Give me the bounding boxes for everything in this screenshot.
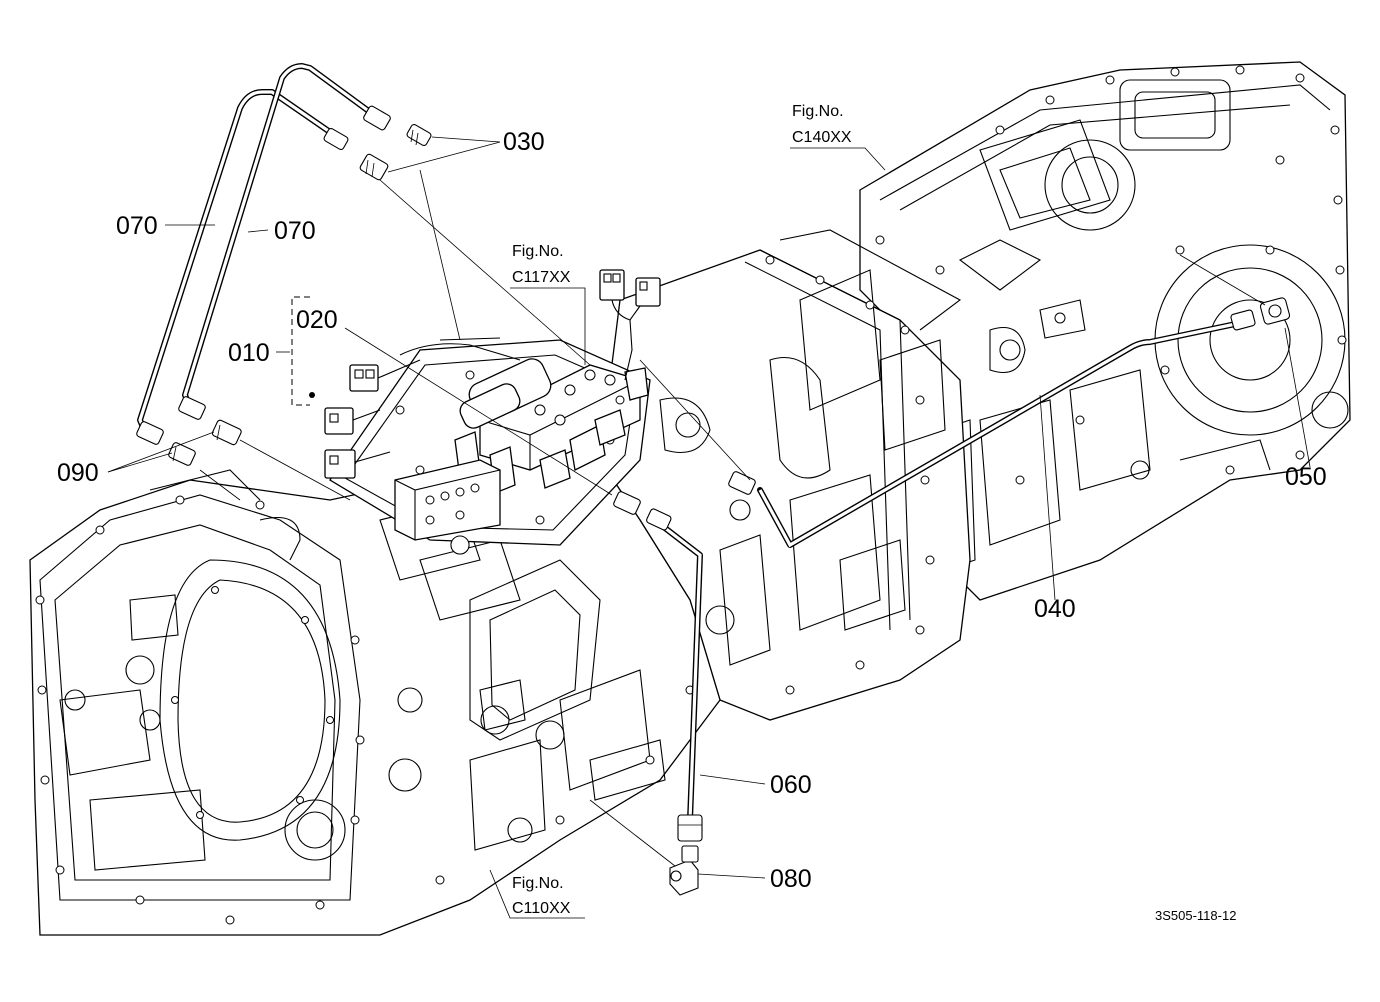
fig-ref-c117-code: C117XX <box>512 269 571 286</box>
fig-ref-c117-heading: Fig.No. <box>512 243 564 260</box>
fig-ref-c140-heading: Fig.No. <box>792 103 844 120</box>
fig-ref-c110[interactable]: Fig.No. C110XX <box>512 875 571 917</box>
part-label-080: 080 <box>770 865 812 893</box>
part-label-020: 020 <box>296 306 338 334</box>
part-label-070-left: 070 <box>116 212 158 240</box>
part-label-040: 040 <box>1034 595 1076 623</box>
part-label-070-right: 070 <box>274 217 316 245</box>
fitting-090-left <box>136 421 196 466</box>
fig-ref-c140-code: C140XX <box>792 129 852 146</box>
pipe-040 <box>757 319 1248 548</box>
control-valve-block <box>394 358 649 541</box>
part-label-010: 010 <box>228 339 270 367</box>
elbow-080 <box>669 845 699 896</box>
front-transmission-housing <box>29 459 721 936</box>
fig-ref-c110-code: C110XX <box>512 900 571 917</box>
front-housing-bolt-holes <box>35 495 695 925</box>
group-bracket-010 <box>291 296 315 406</box>
part-label-090: 090 <box>57 459 99 487</box>
pipe-070-pair <box>137 63 373 435</box>
part-label-030: 030 <box>503 128 545 156</box>
leader-lines <box>107 136 1311 919</box>
wiring-connectors <box>324 269 661 479</box>
rear-transmission-housing <box>859 61 1351 601</box>
drawing-code: 3S505-118-12 <box>1155 908 1236 923</box>
fitting-020 <box>613 491 672 531</box>
part-labels: 010 020 030 040 050 060 070 070 080 090 <box>57 128 1327 893</box>
fitting-040-end <box>728 309 1256 495</box>
fig-ref-c140[interactable]: Fig.No. C140XX <box>792 103 852 146</box>
part-label-060: 060 <box>770 771 812 799</box>
pipe-060 <box>662 525 703 823</box>
fitting-050 <box>1259 297 1291 325</box>
middle-transmission-housing <box>599 229 971 721</box>
fitting-030-lower <box>323 127 389 181</box>
rear-housing-bolt-holes <box>995 65 1347 485</box>
fitting-090-right <box>178 396 242 446</box>
middle-housing-bolt-holes <box>765 235 945 695</box>
fitting-030-upper <box>363 105 432 147</box>
fig-ref-c110-heading: Fig.No. <box>512 875 564 892</box>
fig-ref-c117[interactable]: Fig.No. C117XX <box>512 243 571 286</box>
part-label-050: 050 <box>1285 463 1327 491</box>
fitting-060-end <box>677 814 703 842</box>
